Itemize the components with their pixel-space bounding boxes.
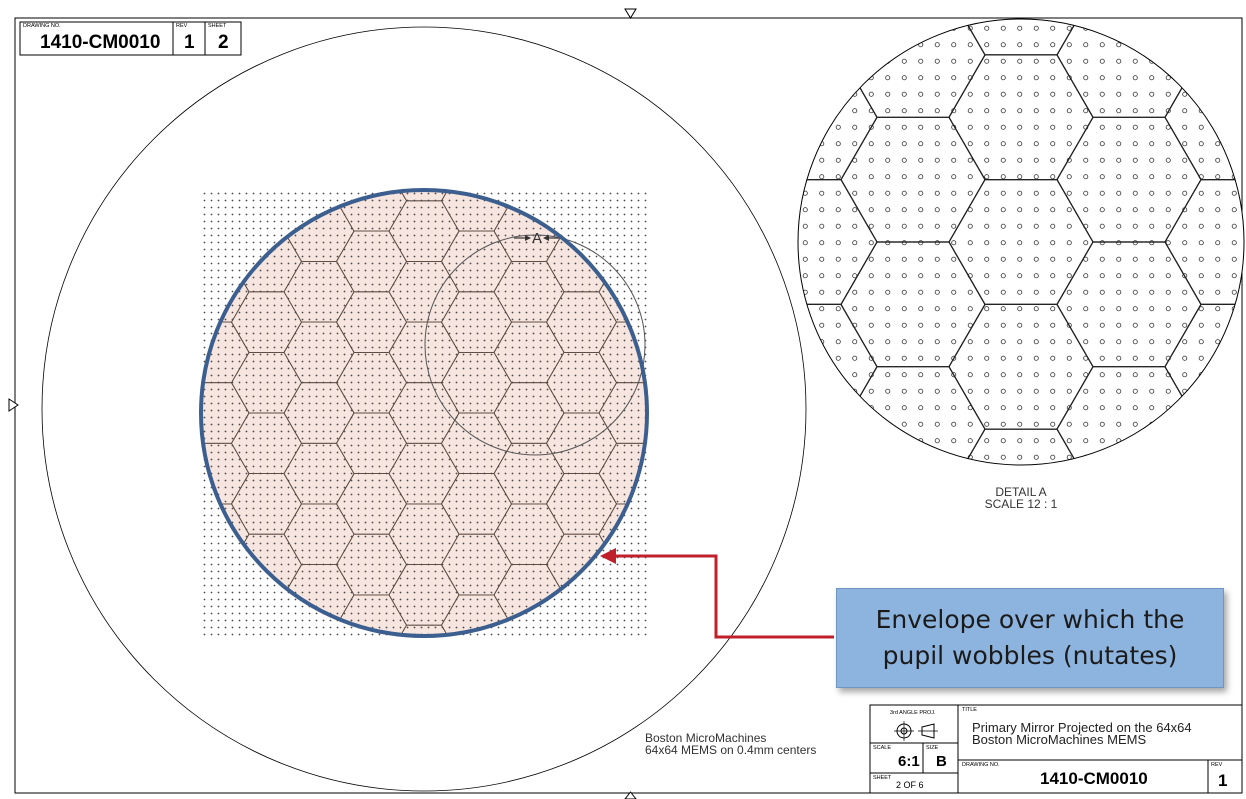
primary-hex-segment [127,474,197,535]
title-rev: 1 [1218,771,1228,790]
title-block [869,704,1243,794]
detail-arrow-left [525,235,531,241]
detail-hex-segment [1164,54,1244,181]
scale-value: 6:1 [898,753,920,770]
title-rev-label: REV [1211,762,1223,768]
bottom-center-mark [624,791,637,799]
primary-hex-segment [127,413,197,474]
detail-view-title: DETAIL A [995,485,1047,499]
primary-hex-segment [652,292,722,353]
scale-label: SCALE [873,745,892,751]
header-sheet-label: SHEET [208,23,227,29]
detail-a-boundary [424,234,646,456]
device-note-line1: Boston MicroMachines [645,731,767,745]
detail-hex-segment [1164,19,1244,56]
primary-hex-segment [337,110,407,171]
sheet-value: 2 OF 6 [896,780,924,790]
detail-hex-segment [798,19,878,56]
title-label: TITLE [962,707,977,713]
projection-label: 3rd ANGLE PROJ. [890,710,936,716]
primary-hex-segment [127,352,197,413]
detail-hex-segment [798,428,878,465]
primary-hex-segment [652,413,722,474]
size-label: SIZE [926,745,939,751]
detail-view-scale: SCALE 12 : 1 [984,497,1058,511]
callout-arrowhead [600,548,616,564]
device-note-line2: 64x64 MEMS on 0.4mm centers [645,743,817,757]
title-line2: Boston MicroMachines MEMS [972,732,1147,747]
callout-line1: Envelope over which the [875,605,1185,634]
size-value: B [936,753,947,770]
actuator-overlay [201,190,647,636]
nutation-callout: Envelope over which the pupil wobbles (n… [836,588,1224,688]
primary-hex-segment [652,474,722,535]
nutation-envelope [199,188,649,638]
header-sheet-cell [204,21,242,56]
detail-arrow-right [543,235,549,241]
header-rev-cell [172,21,206,56]
detail-hex-segment [1164,179,1244,305]
detail-actuator-grid [798,19,1244,465]
primary-hex-segment [337,656,407,717]
header-rev: 1 [184,32,195,53]
title-drawing-no: 1410-CM0010 [1040,769,1148,788]
header-rev-label: REV [176,23,188,29]
primary-hex-segment [652,352,722,413]
third-angle-projection-icon [894,721,938,741]
detail-marker-label: A [532,230,542,247]
title-line1: Primary Mirror Projected on the 64x64 [972,720,1192,735]
primary-hex-segment [127,292,197,353]
sheet-label: SHEET [873,775,892,781]
left-center-mark [8,398,19,412]
header-drawing-no-cell [19,21,174,56]
detail-view-circle [797,18,1245,466]
detail-hex-segment [1164,303,1244,430]
detail-hex-segment [1164,428,1244,465]
outer-aperture-circle [41,26,807,792]
primary-hex-segment [442,656,512,717]
header-drawing-no: 1410-CM0010 [40,32,161,53]
header-sheet: 2 [218,32,229,53]
header-drawing-no-label: DRAWING NO. [23,23,61,29]
top-center-mark [624,8,637,19]
callout-connector [614,554,834,639]
callout-line2: pupil wobbles (nutates) [882,641,1178,670]
primary-hex-segment [442,110,512,171]
title-drawing-no-label: DRAWING NO. [962,762,1000,768]
